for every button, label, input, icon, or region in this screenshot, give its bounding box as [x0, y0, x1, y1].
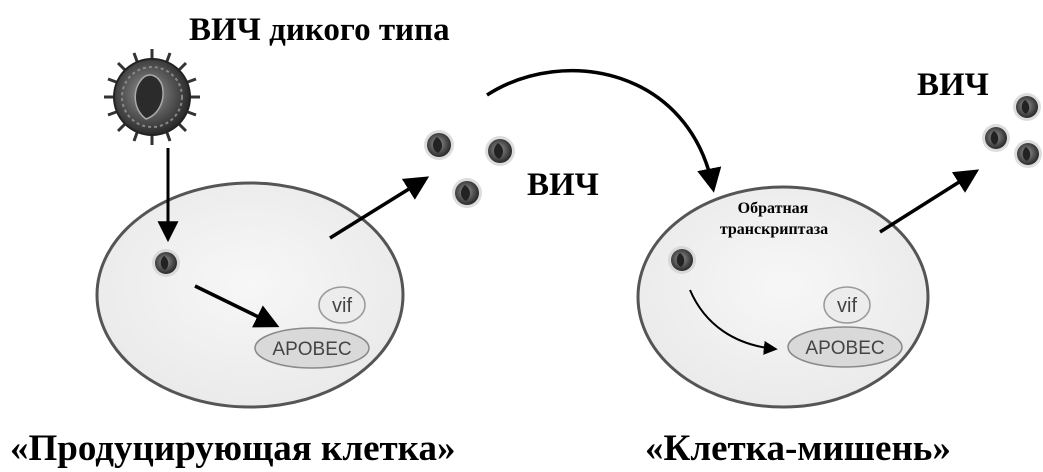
wild-type-hiv-label: ВИЧ дикого типа: [189, 12, 450, 48]
vif-right-label: vif: [837, 295, 857, 317]
apobec-left-label: APOBEC: [272, 339, 351, 360]
reverse-transcriptase-line2: транскриптаза: [720, 221, 828, 238]
apobec-right-label: APOBEC: [805, 338, 884, 359]
transfer-curved-arrow: [486, 68, 722, 193]
vif-right-shape: [823, 286, 871, 324]
producer-cell-label: «Продуцирующая клетка»: [10, 428, 455, 469]
reverse-transcriptase-line1: Обратная: [738, 200, 809, 217]
vif-left-shape: [318, 286, 366, 324]
hiv-right-label: ВИЧ: [917, 67, 989, 103]
hiv-mid-label: ВИЧ: [527, 167, 599, 203]
released-virion-1-icon: [424, 130, 454, 160]
virion-to-apobec-arrow: [194, 284, 280, 328]
virion-in-target-icon: [668, 246, 696, 274]
wild-type-virion-icon: [104, 49, 200, 145]
apobec-left-shape: [254, 327, 370, 369]
release-arrow: [329, 176, 430, 240]
released-virion-3-icon: [452, 178, 482, 208]
progeny-virion-2-icon: [982, 124, 1010, 152]
target-cell-ellipse: [636, 185, 930, 409]
vif-left-label: vif: [332, 295, 352, 317]
released-virion-2-icon: [485, 136, 515, 166]
apobec-right-shape: [787, 326, 903, 368]
virion-in-producer-icon: [152, 249, 180, 277]
progeny-virion-3-icon: [1014, 140, 1042, 168]
target-cell-label: «Клетка-мишень»: [645, 428, 951, 469]
progeny-virion-1-icon: [1013, 93, 1041, 121]
progeny-release-arrow: [879, 169, 980, 234]
target-virion-to-apobec-arrow: [689, 289, 778, 355]
